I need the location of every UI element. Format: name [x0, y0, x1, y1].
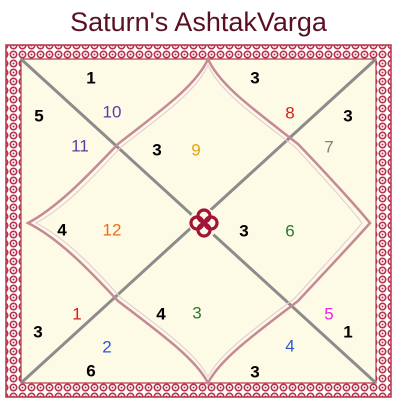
sign-number-house-1: 9 [191, 140, 200, 159]
sign-number-house-5: 1 [72, 304, 81, 323]
points-value-house-1: 3 [152, 140, 161, 159]
sign-number-house-7: 3 [192, 303, 201, 322]
sign-number-house-9: 5 [324, 304, 333, 323]
points-value-house-3: 5 [34, 106, 43, 125]
points-value-house-7: 4 [156, 304, 166, 323]
points-value-house-2: 1 [86, 68, 95, 87]
points-value-house-8: 3 [250, 362, 259, 381]
sign-number-house-4: 12 [103, 220, 122, 239]
points-value-house-10: 3 [239, 221, 248, 240]
sign-number-house-11: 7 [324, 137, 333, 156]
sign-number-house-10: 6 [285, 221, 294, 240]
sign-number-house-3: 11 [71, 136, 89, 155]
points-value-house-11: 3 [343, 106, 352, 125]
chart-title: Saturn's AshtakVarga [0, 4, 397, 40]
sign-number-house-12: 8 [285, 103, 294, 122]
sign-number-house-8: 4 [285, 336, 294, 355]
sign-number-house-6: 2 [102, 337, 111, 356]
knot-ornament-icon [189, 208, 219, 238]
points-value-house-6: 6 [86, 361, 95, 380]
points-value-house-4: 4 [57, 220, 67, 239]
points-value-house-9: 1 [343, 322, 352, 341]
points-value-house-5: 3 [33, 322, 42, 341]
sign-number-house-2: 10 [103, 102, 122, 121]
points-value-house-12: 3 [250, 68, 259, 87]
